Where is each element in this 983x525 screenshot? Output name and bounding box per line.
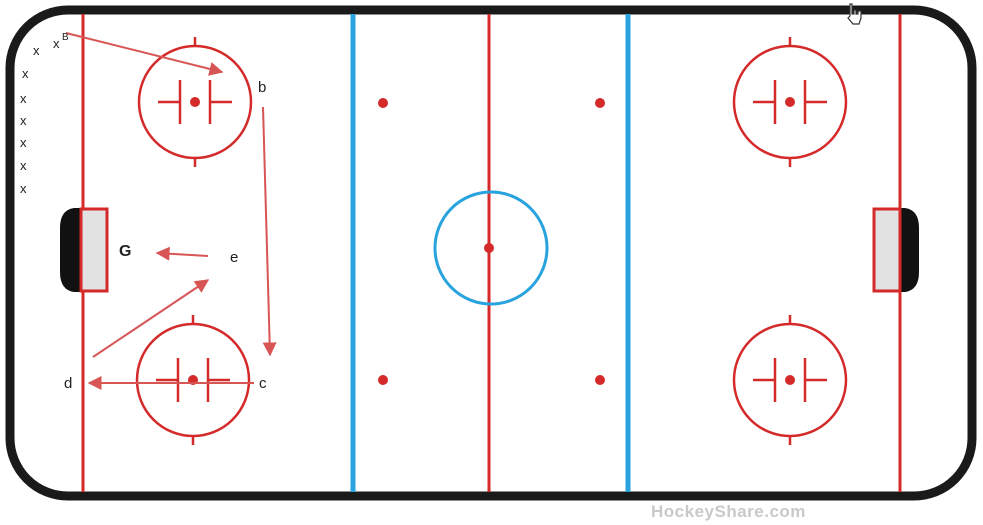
mouse-cursor-icon — [847, 3, 862, 25]
arrow-xb-to-circle — [65, 32, 224, 76]
queue-x-4: x — [20, 113, 27, 128]
label-x-b-sup: B — [62, 32, 69, 43]
arrow-e-to-g — [155, 246, 209, 261]
faceoff-circle-top-right — [732, 37, 848, 167]
arrow-d-to-e — [92, 279, 210, 358]
queue-x-6: x — [20, 158, 27, 173]
center-faceoff-dot — [484, 243, 494, 253]
arrow-b-to-c — [262, 106, 277, 357]
rink-boards — [5, 5, 977, 501]
watermark: HockeyShare.com — [651, 502, 806, 521]
queue-x-2: x — [22, 66, 29, 81]
label-e: e — [230, 249, 238, 266]
left-net-back — [60, 208, 81, 292]
label-b: b — [258, 79, 266, 96]
faceoff-circle-top-left — [137, 37, 253, 167]
faceoff-circle-bottom-left — [135, 315, 251, 445]
label-c: c — [259, 375, 267, 392]
left-goal-crease — [79, 207, 109, 293]
label-goalie: G — [119, 243, 131, 260]
queue-x-1: x — [33, 43, 40, 58]
label-x-b: x — [53, 36, 60, 51]
label-d: d — [64, 375, 72, 392]
queue-x-5: x — [20, 135, 27, 150]
neutral-dot-top-right — [595, 98, 605, 108]
right-goal-crease — [872, 207, 902, 293]
neutral-dot-bottom-right — [595, 375, 605, 385]
right-net-back — [898, 208, 919, 292]
drill-arrows — [65, 32, 277, 390]
queue-x-7: x — [20, 181, 27, 196]
neutral-dot-bottom-left — [378, 375, 388, 385]
neutral-dot-top-left — [378, 98, 388, 108]
faceoff-circle-bottom-right — [732, 315, 848, 445]
center-circle — [433, 190, 549, 306]
queue-x-3: x — [20, 91, 27, 106]
